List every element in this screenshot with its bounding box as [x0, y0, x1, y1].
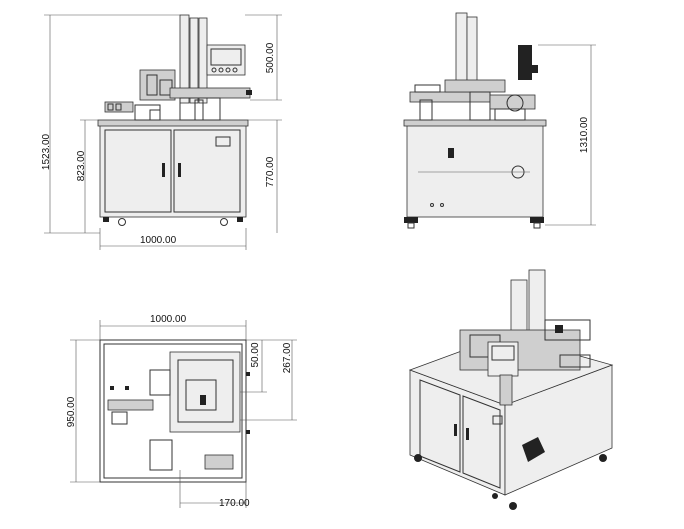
side-cabinet: [406, 124, 544, 218]
top-width-label: 1000.00: [150, 314, 187, 325]
front-lower-height-label: 770.00: [265, 156, 276, 187]
front-cabinet: [99, 124, 247, 218]
top-offset-small-label: 50.00: [250, 342, 261, 367]
side-height-label: 1310.00: [579, 116, 590, 153]
front-column-left: [179, 14, 190, 104]
front-total-height-label: 1523.00: [41, 133, 52, 170]
top-view: 1000.00 950.00 50.00 267.00 170.00: [66, 314, 297, 509]
front-table-height-label: 823.00: [76, 150, 87, 181]
top-offset-bottom-label: 170.00: [219, 498, 250, 509]
iso-view: [408, 269, 614, 510]
front-upper-height-label: 500.00: [265, 42, 276, 73]
top-outline: [99, 339, 247, 483]
top-mechanism: [169, 351, 241, 433]
side-view: 1310.00: [403, 12, 596, 229]
top-offset-large-label: 267.00: [282, 342, 293, 373]
top-depth-label: 950.00: [66, 396, 77, 427]
iso-control-panel: [487, 341, 519, 377]
front-width-label: 1000.00: [140, 235, 177, 246]
front-view: 1523.00 823.00 500.00 770.00 1000.00: [41, 14, 282, 250]
